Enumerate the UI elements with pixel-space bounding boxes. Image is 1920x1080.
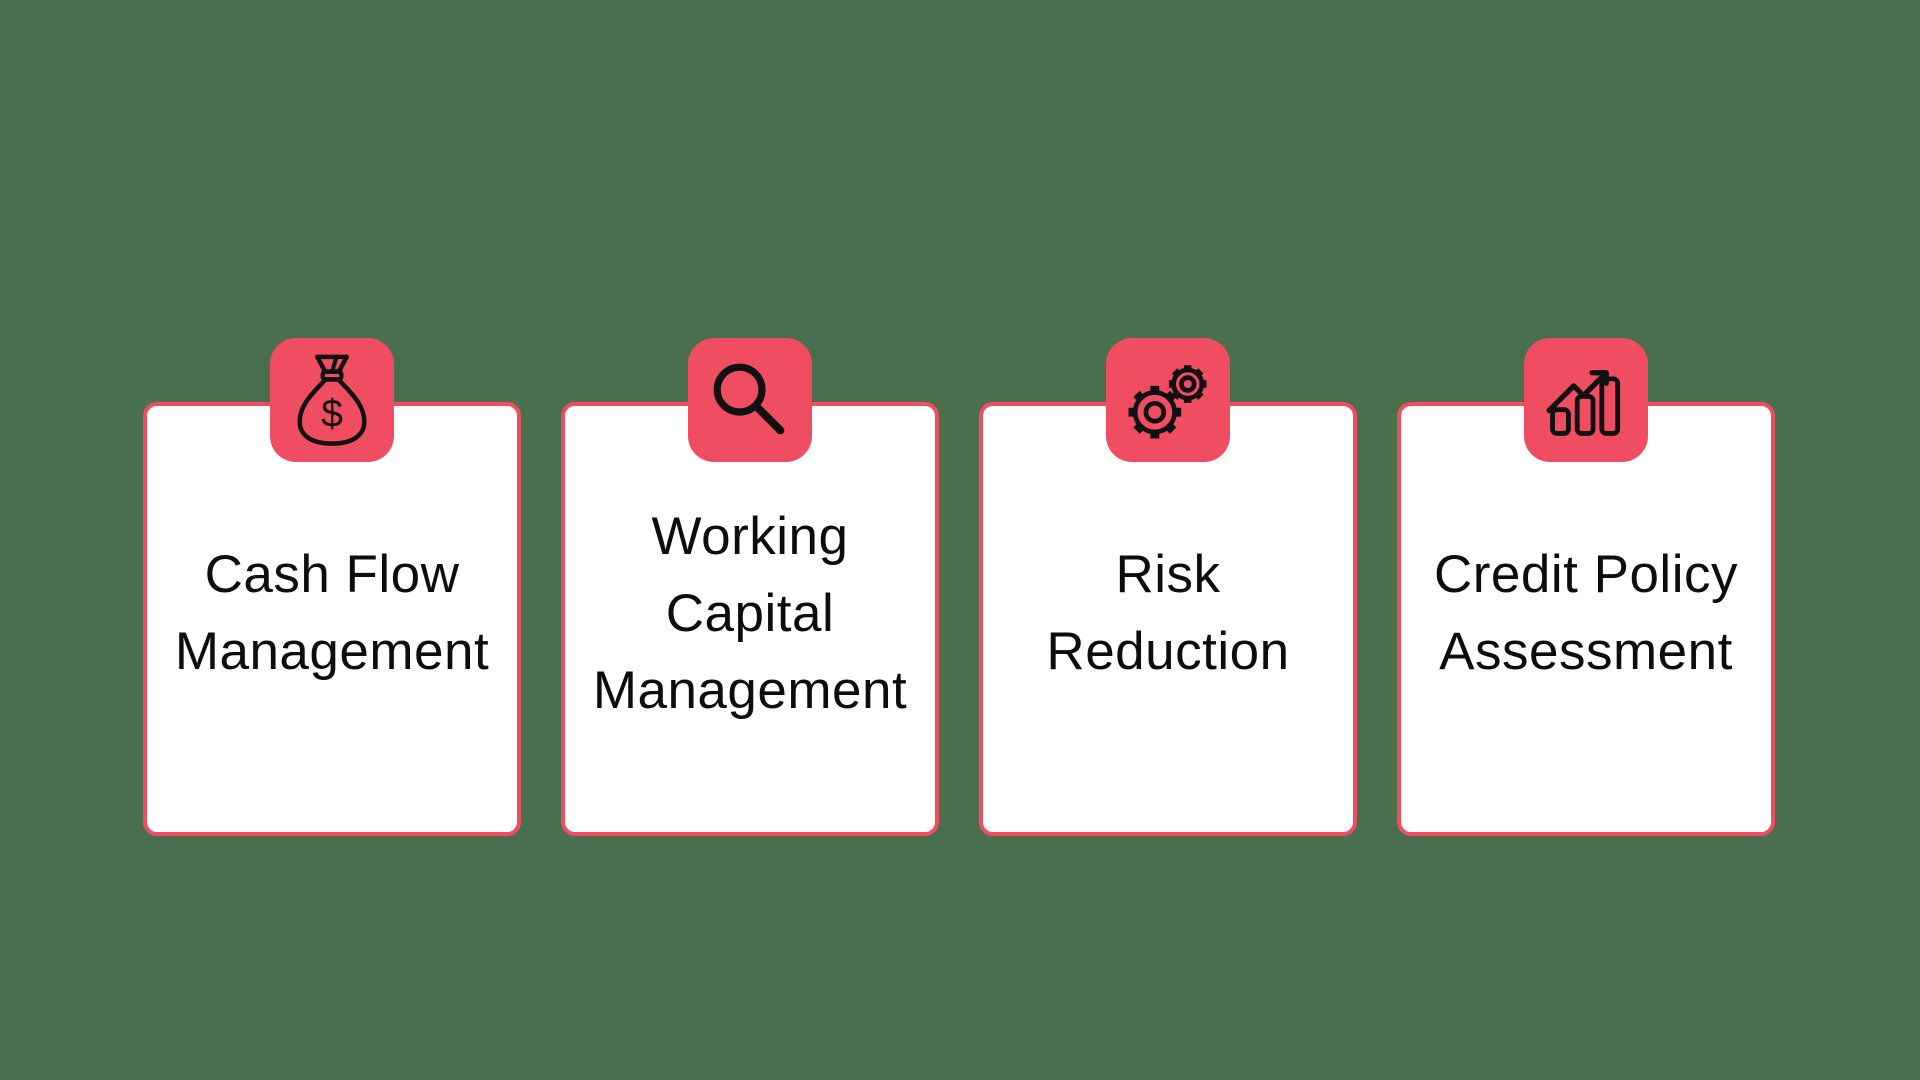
card-credit-policy-assessment: Credit Policy Assessment (1397, 338, 1775, 836)
gears-icon (1128, 365, 1207, 439)
card-title: Credit Policy Assessment (1401, 400, 1771, 826)
card-risk-reduction: Risk Reduction (979, 338, 1357, 836)
icon-badge: $ (270, 338, 394, 462)
icon-badge (1106, 338, 1230, 462)
card-title-line: Assessment (1439, 622, 1733, 681)
card-cash-flow-management: $ Cash Flow Management (143, 338, 521, 836)
card-title-line: Capital (665, 583, 835, 643)
search-icon (713, 363, 785, 435)
card-working-capital-management: Working Capital Management (561, 338, 939, 836)
dollar-sign: $ (321, 392, 343, 435)
bar-chart-icon (1546, 370, 1621, 436)
card-title: Cash Flow Management (147, 400, 517, 826)
card-title: Working Capital Management (565, 400, 935, 826)
icon-badge (688, 338, 812, 462)
card-title-line: Working (651, 506, 849, 566)
card-title-line: Credit Policy (1434, 545, 1738, 604)
card-title-line: Management (592, 660, 908, 720)
card-title: Risk Reduction (983, 400, 1353, 826)
money-bag-icon: $ (297, 354, 367, 446)
card-title-line: Risk (1115, 545, 1221, 604)
icon-badge (1524, 338, 1648, 462)
card-title-line: Reduction (1046, 622, 1290, 681)
card-title-line: Cash Flow (204, 545, 460, 604)
card-title-line: Management (174, 622, 490, 681)
